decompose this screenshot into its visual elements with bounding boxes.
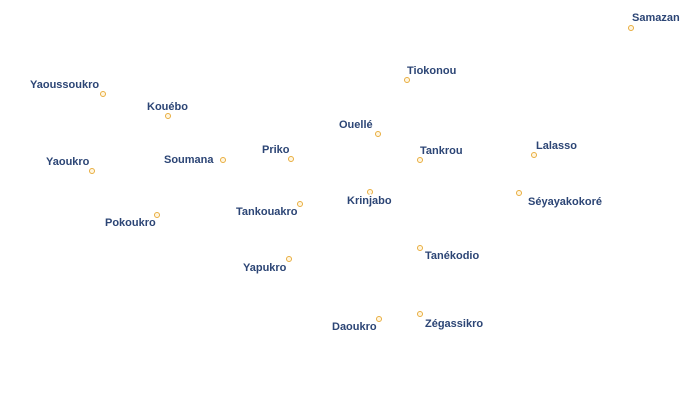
place-marker-icon[interactable] xyxy=(154,212,160,218)
place-label: Tankouakro xyxy=(236,206,298,218)
place-label: Kouébo xyxy=(147,101,188,113)
place-label: Lalasso xyxy=(536,140,577,152)
place-marker-icon[interactable] xyxy=(286,256,292,262)
place-label: Yaoussoukro xyxy=(30,79,100,91)
place-marker-icon[interactable] xyxy=(417,245,423,251)
place-label: Tanékodio xyxy=(425,250,480,262)
place-label: Ouellé xyxy=(339,119,373,131)
place-marker-icon[interactable] xyxy=(628,25,634,31)
place-label: Yaoukro xyxy=(46,156,90,168)
place-label: Yapukro xyxy=(243,262,287,274)
place-label: Krinjabo xyxy=(347,195,392,207)
place-marker-icon[interactable] xyxy=(367,189,373,195)
place-marker-icon[interactable] xyxy=(375,131,381,137)
place-marker-icon[interactable] xyxy=(288,156,294,162)
place-marker-icon[interactable] xyxy=(297,201,303,207)
place-label: Tankrou xyxy=(420,145,463,157)
place-label: Zégassikro xyxy=(425,318,484,330)
place-label: Pokoukro xyxy=(105,217,156,229)
place-marker-icon[interactable] xyxy=(89,168,95,174)
place-marker-icon[interactable] xyxy=(220,157,226,163)
place-label: Séyayakokoré xyxy=(528,196,602,208)
place-marker-icon[interactable] xyxy=(417,157,423,163)
place-label: Daoukro xyxy=(332,321,377,333)
place-label: Soumana xyxy=(164,154,214,166)
place-label: Samazan xyxy=(632,12,680,24)
place-marker-icon[interactable] xyxy=(100,91,106,97)
place-marker-icon[interactable] xyxy=(531,152,537,158)
place-label: Priko xyxy=(262,144,290,156)
place-marker-icon[interactable] xyxy=(417,311,423,317)
place-marker-icon[interactable] xyxy=(516,190,522,196)
place-marker-icon[interactable] xyxy=(165,113,171,119)
place-marker-icon[interactable] xyxy=(404,77,410,83)
place-label: Tiokonou xyxy=(407,65,457,77)
place-marker-icon[interactable] xyxy=(376,316,382,322)
